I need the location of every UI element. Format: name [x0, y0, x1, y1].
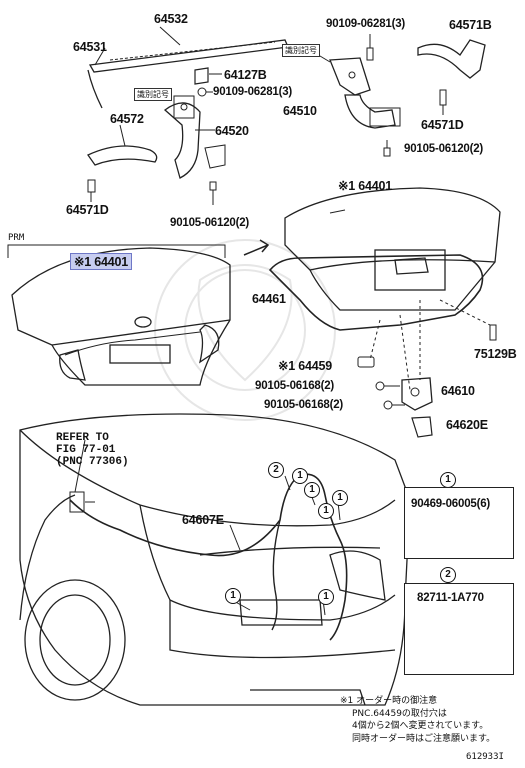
label-64610: 64610	[441, 384, 475, 398]
label-90105-right: 90105-06120(2)	[404, 143, 484, 155]
label-64459: ※1 64459	[278, 359, 333, 373]
watermark-emblem	[154, 239, 336, 421]
hinge-64520	[163, 95, 226, 179]
id-mark-tag-left: 識別記号	[134, 88, 172, 101]
label-64607E: 64607E	[182, 513, 224, 527]
marker-1-b: 1	[304, 482, 320, 498]
label-75129B: 75129B	[474, 347, 517, 361]
refer-line-1: REFER TO	[56, 432, 109, 444]
label-64461: 64461	[252, 292, 286, 306]
note-line-3: 4個から2個へ変更されています。	[352, 721, 489, 731]
label-64571D-left: 64571D	[66, 203, 109, 217]
marker-1-f: 1	[318, 589, 334, 605]
callout-1-part: 90469-06005(6)	[411, 498, 491, 510]
id-mark-tag-top: 識別記号	[282, 44, 320, 57]
label-90109-mid: 90109-06281(3)	[213, 86, 293, 98]
note-line-4: 同時オーダー時はご注意願います。	[352, 734, 496, 744]
label-64572: 64572	[110, 112, 144, 126]
cushion-64571B	[417, 39, 486, 79]
label-90105-mid: 90105-06120(2)	[170, 217, 250, 229]
label-90105-06168-a: 90105-06168(2)	[255, 380, 335, 392]
label-64401-highlighted: ※1 64401	[70, 253, 133, 270]
label-64571B: 64571B	[449, 18, 492, 32]
cushion-64459	[357, 356, 375, 368]
label-64531: 64531	[73, 40, 107, 54]
refer-line-3: (PNC 77306)	[56, 456, 129, 468]
label-64510: 64510	[283, 104, 317, 118]
trunk-lid-exploded	[284, 187, 501, 311]
marker-2: 2	[268, 462, 284, 478]
figure-number: 612933I	[466, 752, 504, 762]
prm-label: PRM	[8, 233, 25, 243]
marker-1-e: 1	[225, 588, 241, 604]
seal-64531	[87, 69, 103, 109]
refer-line-2: FIG 77-01	[56, 444, 116, 456]
hinge-64510	[329, 57, 401, 129]
callout-2-part: 82711-1A770	[417, 592, 484, 604]
marker-1-d: 1	[318, 503, 334, 519]
torsion-bar-64572	[87, 145, 158, 166]
label-90105-06168-b: 90105-06168(2)	[264, 399, 344, 411]
wire-harness-64607E	[69, 473, 348, 641]
callout-1-marker: 1	[440, 472, 456, 488]
marker-1-c: 1	[332, 490, 348, 506]
label-64401-top: ※1 64401	[338, 179, 393, 193]
label-64520: 64520	[215, 124, 249, 138]
callout-2-marker: 2	[440, 567, 456, 583]
note-line-1: ※1 オーダー時の御注意	[340, 696, 438, 706]
prm-bracket	[7, 244, 226, 258]
label-64532: 64532	[154, 12, 188, 26]
cushion-64571D-left	[87, 179, 96, 193]
label-64620E: 64620E	[446, 418, 488, 432]
label-90109-top: 90109-06281(3)	[326, 18, 406, 30]
bracket-64127B	[194, 67, 209, 85]
weatherstrip-64461	[268, 254, 484, 331]
callout-box-1: 90469-06005(6)	[404, 487, 514, 559]
striker-64620E	[411, 416, 433, 438]
marker-1-a: 1	[292, 468, 308, 484]
latch-64610	[401, 377, 433, 411]
transition-arrow	[243, 239, 270, 256]
callout-box-2: 82711-1A770	[404, 583, 514, 675]
label-64571D-right: 64571D	[421, 118, 464, 132]
note-line-2: PNC.64459の取付穴は	[352, 709, 447, 719]
label-64127B: 64127B	[224, 68, 267, 82]
